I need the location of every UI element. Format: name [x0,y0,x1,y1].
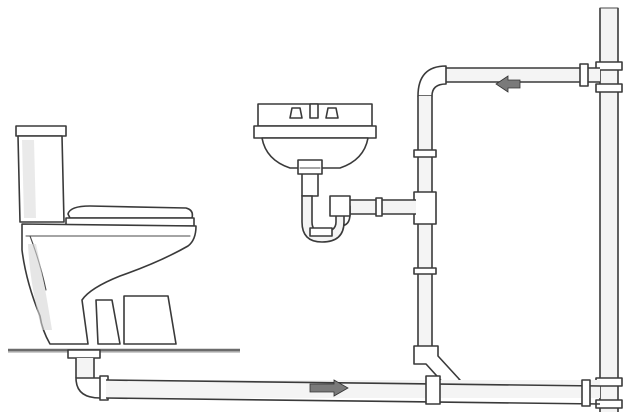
p-trap [302,172,350,242]
toilet-outlet [68,350,108,400]
floor [8,350,240,352]
vent-pipe [414,64,600,386]
building-drain-pipe [106,376,600,406]
sink-branch-pipe [346,198,416,216]
sink [254,104,376,174]
toilet [16,126,196,344]
